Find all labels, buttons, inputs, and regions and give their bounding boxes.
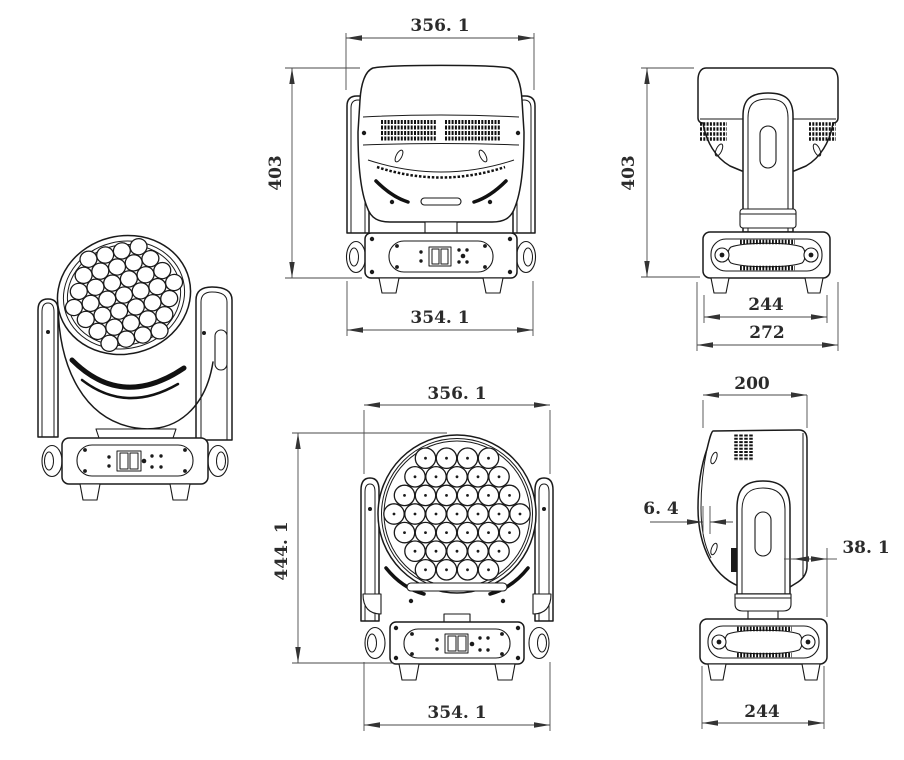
foot (707, 663, 727, 681)
dim-profile-base-width: 244 (744, 702, 780, 722)
dim-profile-top-width: 200 (734, 374, 770, 394)
view-perspective (37, 234, 233, 501)
base-side-handle (724, 629, 803, 655)
head-handle-bar (406, 582, 508, 592)
perspective-base (61, 437, 209, 501)
dim-side-base-width: 244 (748, 295, 784, 315)
rear-head (357, 64, 525, 223)
foot (378, 277, 400, 294)
foot (169, 483, 191, 501)
display-screen (444, 633, 469, 654)
foot (494, 663, 516, 681)
head-slot (731, 548, 739, 572)
rear-vents (381, 120, 501, 141)
front-base-handles (364, 626, 550, 660)
side-base (702, 231, 831, 294)
display-screen (116, 450, 142, 472)
dim-rear-width-top: 356. 1 (410, 16, 469, 36)
front-neck (443, 613, 471, 623)
view-side-top: 403 244 272 (619, 67, 839, 351)
display-screen (428, 246, 452, 267)
dim-profile-rear-offset: 38. 1 (842, 538, 889, 558)
profile-base (699, 618, 828, 681)
dim-rear-height: 403 (266, 155, 286, 191)
view-rear: 356. 1 403 354. 1 (266, 16, 537, 336)
head-handle-bar (420, 197, 462, 206)
side-top-dimensions: 403 244 272 (619, 67, 839, 351)
front-lens-array (383, 447, 531, 581)
profile-dimensions: 200 6. 4 38. 1 244 (643, 374, 890, 729)
dim-rear-width-bottom: 354. 1 (410, 308, 469, 328)
base-panel (76, 444, 194, 477)
perspective-lens-array (64, 238, 184, 352)
foot (482, 277, 504, 294)
front-base (389, 621, 525, 681)
view-side-bottom: 200 6. 4 38. 1 244 (643, 374, 890, 729)
perspective-yoke-arms (37, 286, 233, 441)
side-vents (700, 122, 836, 141)
profile-vents (734, 434, 753, 461)
perspective-neck (95, 428, 177, 439)
front-head (377, 434, 537, 604)
dim-profile-front-offset: 6. 4 (643, 499, 679, 519)
rear-base (364, 232, 518, 294)
front-yoke-arms (360, 477, 554, 622)
corner-cap (362, 593, 382, 615)
yoke-slot (754, 511, 772, 557)
rear-dimensions: 356. 1 403 354. 1 (266, 16, 535, 336)
dim-side-height: 403 (619, 155, 639, 191)
foot (79, 483, 101, 501)
yoke-slot (214, 329, 228, 371)
foot (804, 277, 824, 294)
profile-yoke (734, 480, 792, 612)
foot (398, 663, 420, 681)
foot (801, 663, 821, 681)
dim-side-overall-width: 272 (749, 323, 785, 343)
view-front: 356. 1 444. 1 354. 1 (272, 384, 554, 731)
rear-base-handles (345, 240, 537, 274)
yoke-slot (759, 125, 777, 169)
corner-cap (532, 593, 552, 615)
dim-front-width-bottom: 354. 1 (427, 703, 486, 723)
dim-front-width-top: 356. 1 (427, 384, 486, 404)
rear-neck (424, 221, 458, 234)
profile-neck (747, 610, 779, 620)
front-dimensions: 356. 1 444. 1 354. 1 (272, 384, 551, 731)
side-yoke (739, 92, 797, 233)
foot (710, 277, 730, 294)
dim-front-height: 444. 1 (272, 521, 292, 580)
base-side-handle (727, 242, 806, 268)
base-panel (403, 628, 511, 659)
perspective-head (56, 234, 214, 430)
